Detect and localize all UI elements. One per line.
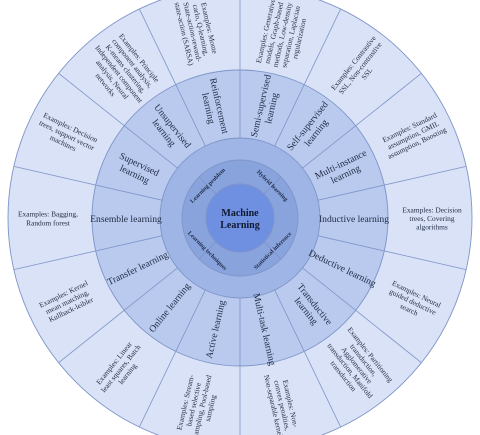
middle-label-ensemble: Ensemble learning	[90, 214, 162, 225]
quadrant-divider	[198, 241, 217, 260]
center-circle	[205, 183, 275, 253]
outer-label-ensemble: Examples: Bagging,Random forest	[18, 210, 78, 228]
outer-label-transductive: Examples: Partitioningtransduction,Agglo…	[325, 325, 395, 400]
quadrant-divider	[198, 176, 217, 195]
sector-divider	[302, 267, 422, 363]
center-title: Machine	[221, 208, 259, 219]
middle-label-inductive-line: Inductive learning	[319, 214, 389, 225]
outer-label-inductive-line: trees, Covering	[409, 214, 454, 223]
sector-divider	[13, 165, 163, 201]
sector-divider	[58, 73, 178, 169]
outer-label-inductive-line: Examples: Decision	[402, 205, 462, 214]
sector-divider	[302, 73, 422, 169]
sector-divider	[138, 289, 206, 428]
middle-label-inductive: Inductive learning	[319, 214, 389, 225]
sector-divider	[317, 165, 467, 201]
quadrant-divider	[263, 176, 282, 195]
sector-divider	[274, 8, 342, 147]
outer-label-active: Examples: Stream-based selectivesampling…	[175, 373, 218, 435]
outer-label-inductive-line: algorithms	[416, 223, 448, 232]
sector-divider	[13, 235, 163, 271]
sector-divider	[138, 8, 206, 147]
center-title: Learning	[220, 220, 259, 231]
middle-label-ensemble-line: Ensemble learning	[90, 214, 162, 225]
sector-divider	[317, 235, 467, 271]
outer-label-ensemble-line: Examples: Bagging,	[18, 210, 78, 219]
quadrant-divider	[263, 241, 282, 260]
sector-divider	[274, 289, 342, 428]
sector-divider	[58, 267, 178, 363]
outer-label-ensemble-line: Random forest	[26, 218, 71, 227]
